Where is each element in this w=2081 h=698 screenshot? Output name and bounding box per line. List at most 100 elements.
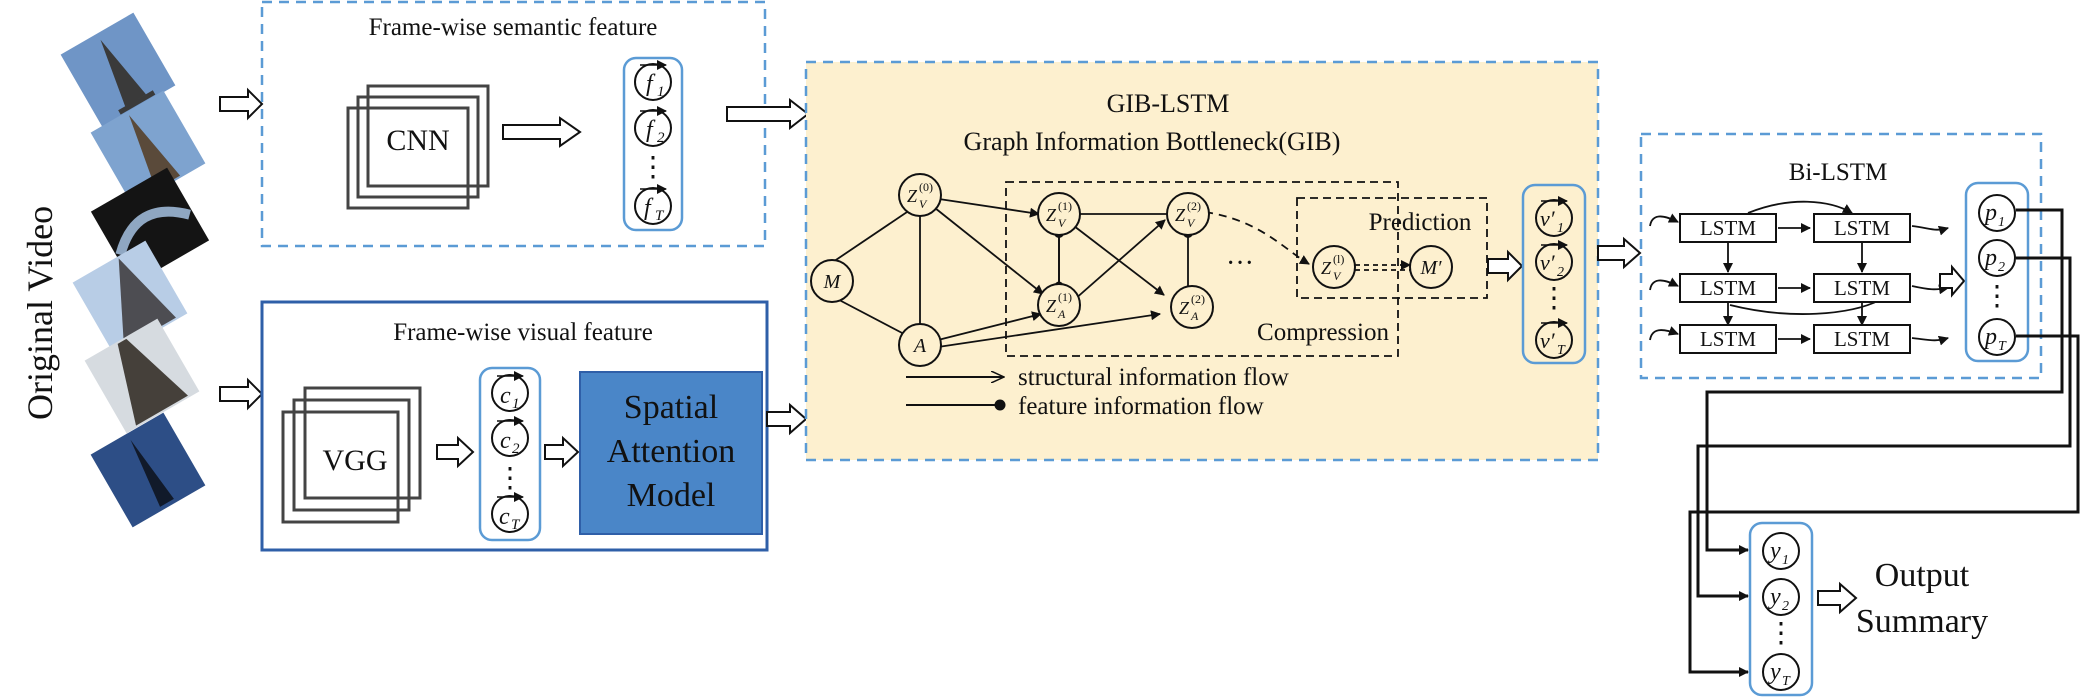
summary-output-y1-sub: 1: [1782, 553, 1789, 568]
gib-output-v2-sub: 2: [1557, 265, 1564, 280]
visual-feature-cT-sub: T: [511, 517, 521, 533]
visual-feature-c2-sub: 2: [512, 441, 520, 457]
gib-output-v1-sub: 1: [1557, 221, 1564, 236]
node-za2: Z A (2): [1170, 285, 1214, 329]
lstm-cell-bwd-3: LSTM: [1813, 324, 1911, 354]
visual-feature-capsule: [478, 366, 542, 542]
node-za1-sub: A: [1057, 307, 1066, 321]
lstm-cell-bwd-1-label: LSTM: [1834, 216, 1890, 240]
node-za2-base: Z: [1179, 298, 1190, 318]
bilstm-output-p1-label: p: [1983, 200, 1997, 226]
node-zvl-sub: V: [1333, 269, 1342, 283]
summary-output-y1-label: y: [1768, 538, 1781, 564]
summary-output-yT: y T: [1762, 653, 1800, 691]
lstm-cell-bwd-2-label: LSTM: [1834, 276, 1890, 300]
node-zv2-sub: V: [1187, 216, 1196, 230]
semantic-feature-f2-label: f: [646, 117, 656, 143]
bilstm-title: Bi-LSTM: [1789, 159, 1888, 186]
hollow-arrow-frames-to-semantic: [219, 87, 264, 121]
compression-label: Compression: [1257, 319, 1389, 346]
node-za1-sup: (1): [1058, 290, 1072, 304]
bilstm-output-pT-label: p: [1983, 324, 1997, 350]
gib-legend: structural information flow feature info…: [906, 364, 1289, 420]
gib-lstm-title: GIB-LSTM: [1107, 89, 1230, 118]
summary-output-yT-label: y: [1768, 659, 1781, 685]
visual-feature-c2: c 2: [491, 416, 529, 457]
prediction-box: [1296, 197, 1488, 299]
bilstm-output-p1: p 1: [1978, 194, 2016, 232]
node-zvl-sup: (l): [1333, 252, 1344, 266]
bilstm-output-dots: ⋮: [1983, 281, 2011, 312]
legend-structural-label: structural information flow: [1018, 364, 1289, 391]
cnn-label: CNN: [386, 124, 449, 157]
hollow-arrow-capsule-to-attention: [544, 435, 580, 469]
visual-feature-title: Frame-wise visual feature: [393, 319, 653, 346]
gib-output-dots: ⋮: [1540, 283, 1568, 314]
hollow-arrow-visual-to-gib: [766, 402, 808, 436]
bilstm-output-p2: p 2: [1978, 239, 2016, 277]
visual-feature-dots: ⋮: [496, 463, 524, 494]
routing-lines: [1688, 208, 2080, 677]
legend-feature-dot: [994, 399, 1006, 411]
visual-feature-c1-sub: 1: [512, 396, 520, 412]
vgg-stack: [281, 386, 422, 524]
bilstm-box: [1639, 132, 2043, 380]
summary-output-y2-label: y: [1768, 584, 1781, 610]
hollow-arrow-semantic-to-gib: [726, 97, 810, 131]
node-a-label: A: [912, 335, 927, 357]
node-zv2-base: Z: [1175, 205, 1186, 225]
node-zv1-base: Z: [1046, 205, 1057, 225]
node-a: A: [898, 323, 942, 367]
summary-output-dots: ⋮: [1767, 618, 1795, 649]
summary-output-yT-sub: T: [1782, 674, 1791, 689]
video-frame-1: [60, 12, 176, 128]
node-za2-sub: A: [1190, 309, 1199, 323]
legend-feature-label: feature information flow: [1018, 393, 1264, 420]
hollow-arrow-prediction-to-output: [1487, 249, 1524, 283]
visual-feature-cT-label: c: [499, 504, 510, 530]
semantic-feature-fT: f T: [634, 184, 672, 225]
semantic-feature-capsule: [622, 56, 684, 232]
original-video-label: Original Video: [20, 206, 60, 420]
node-zv0-sub: V: [919, 197, 928, 211]
semantic-feature-title: Frame-wise semantic feature: [369, 14, 658, 41]
gib-output-v2-label: v′: [1540, 250, 1556, 275]
lstm-cell-fwd-2-label: LSTM: [1700, 276, 1756, 300]
hollow-arrow-bilstm-to-p: [1939, 264, 1966, 298]
node-m-label: M: [823, 271, 842, 293]
gib-lstm-region: [804, 60, 1600, 462]
node-zv0-base: Z: [907, 186, 918, 206]
node-zv1-sup: (1): [1058, 199, 1072, 213]
lstm-cell-bwd-2: LSTM: [1813, 273, 1911, 303]
node-za2-sup: (2): [1191, 292, 1205, 306]
lstm-cell-fwd-3: LSTM: [1679, 324, 1777, 354]
node-zv1: Z V (1): [1037, 192, 1081, 236]
semantic-feature-f2-sub: 2: [657, 130, 665, 146]
gib-output-v2: v′ 2: [1535, 240, 1573, 281]
visual-feature-c1-label: c: [500, 383, 511, 409]
semantic-feature-fT-label: f: [644, 195, 654, 221]
summary-output-y1: y 1: [1762, 532, 1800, 570]
visual-feature-cT: c T: [491, 492, 529, 533]
node-m: M: [810, 259, 854, 303]
compression-box: [1005, 181, 1399, 357]
gib-output-v1: v′ 1: [1535, 196, 1573, 237]
visual-feature-c1: c 1: [491, 371, 529, 412]
cnn-stack: [346, 84, 490, 210]
spatial-attention-line3: Model: [627, 477, 716, 514]
semantic-feature-f1: f 1: [634, 60, 672, 101]
video-frame-6: [90, 412, 206, 528]
hollow-arrow-summary: [1817, 581, 1858, 615]
gib-output-vT-sub: T: [1557, 343, 1566, 358]
lstm-cell-bwd-1: LSTM: [1813, 213, 1911, 243]
node-mprime-label: M′: [1419, 257, 1442, 279]
bilstm-output-capsule: [1964, 181, 2030, 363]
lstm-cell-fwd-3-label: LSTM: [1700, 327, 1756, 351]
gib-output-v1-label: v′: [1540, 206, 1556, 231]
hollow-arrow-gib-to-bilstm: [1597, 236, 1642, 270]
semantic-feature-fT-sub: T: [655, 208, 665, 224]
hollow-arrow-vgg: [436, 435, 475, 469]
lstm-cell-fwd-1: LSTM: [1679, 213, 1777, 243]
spatial-attention-line2: Attention: [607, 433, 735, 470]
